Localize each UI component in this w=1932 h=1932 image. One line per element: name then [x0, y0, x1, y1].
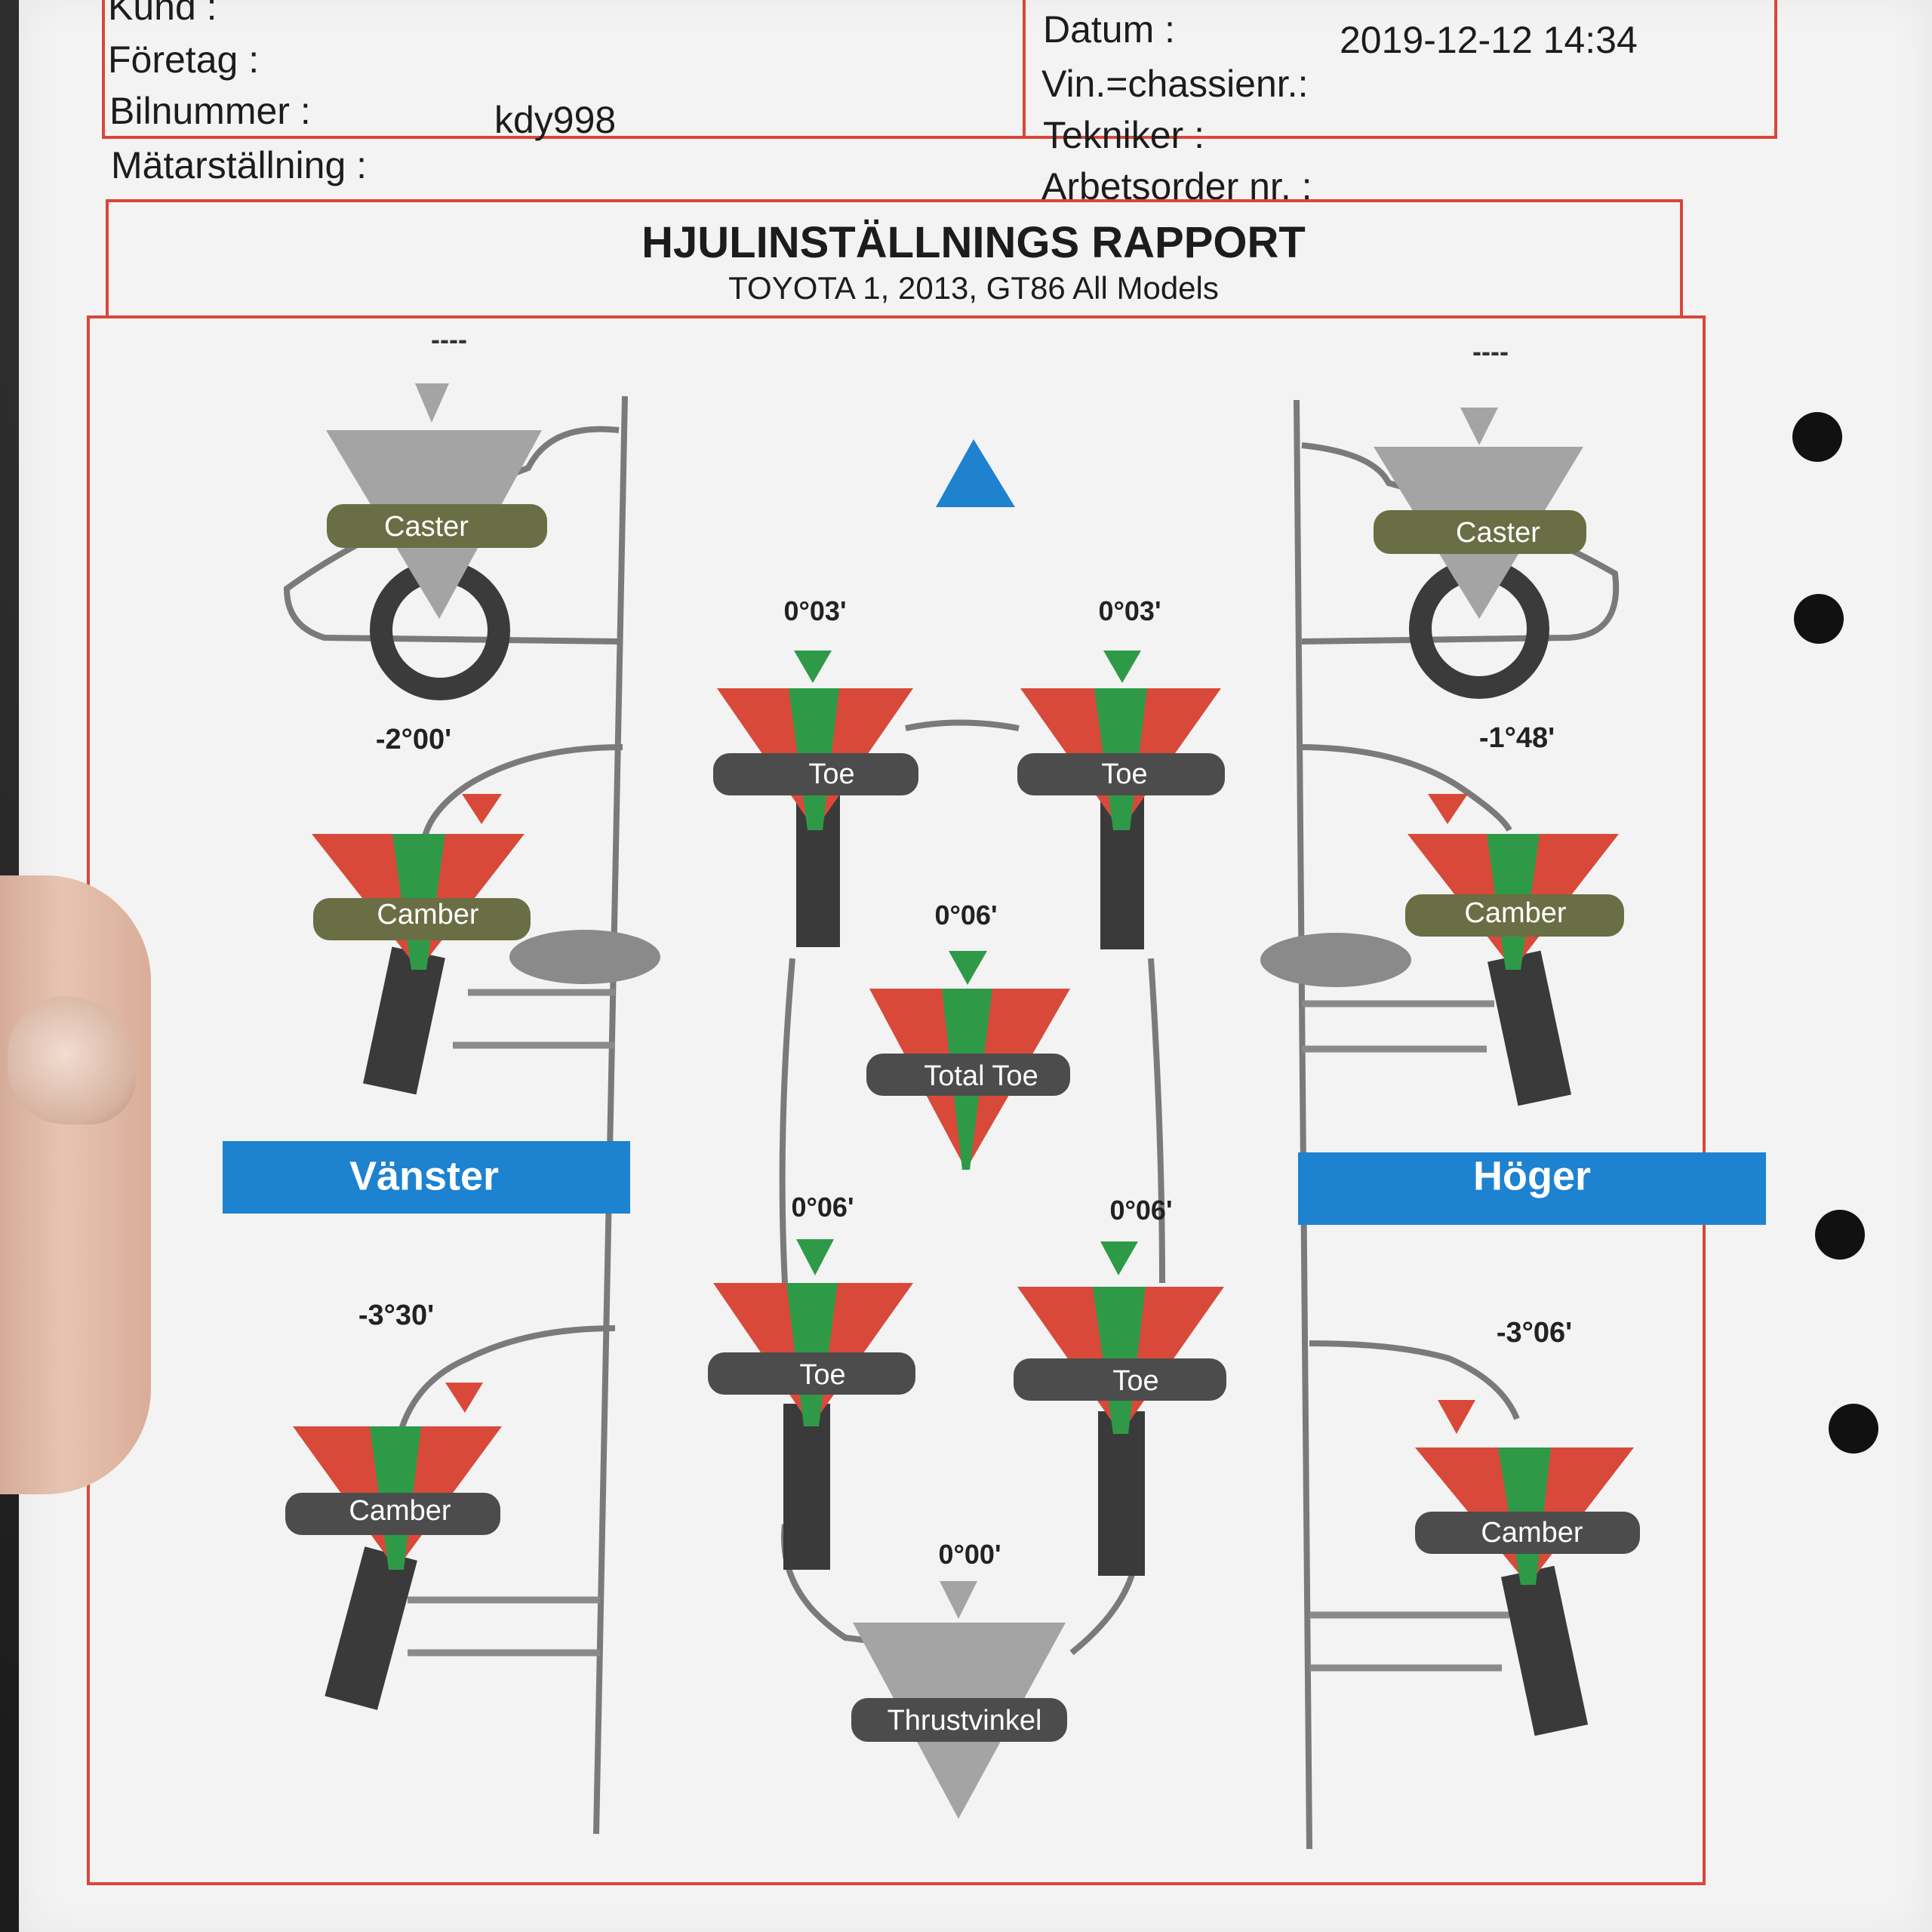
front-total-toe-value: 0°06' [934, 900, 997, 931]
front-left-caster-value: ---- [431, 324, 467, 355]
rear-right-toe-value: 0°06' [1109, 1195, 1172, 1226]
front-right-caster-value: ---- [1472, 336, 1509, 367]
body-sills [408, 989, 1509, 1672]
report-subtitle: TOYOTA 1, 2013, GT86 All Models [728, 270, 1219, 306]
tekniker-label: Tekniker : [1043, 114, 1204, 156]
holding-thumb [0, 875, 151, 1494]
front-right-toe-value: 0°03' [1098, 595, 1161, 626]
thrust-angle-value: 0°00' [938, 1539, 1001, 1570]
front-left-camber-gauge: -2°00' Camber [312, 724, 531, 1095]
rear-right-camber-gauge: -3°06' Camber [1415, 1317, 1640, 1737]
punch-hole [1794, 594, 1844, 644]
thrust-angle-gauge: 0°00' Thrustvinkel [851, 1539, 1067, 1819]
front-right-caster-gauge: ---- Caster [1374, 336, 1586, 699]
kund-label: Kund : [108, 0, 217, 28]
front-left-camber-label: Camber [377, 899, 478, 931]
front-right-caster-label: Caster [1456, 517, 1540, 549]
rear-right-toe-gauge: 0°06' Toe [1014, 1195, 1226, 1576]
foretag-label: Företag : [108, 38, 260, 81]
punch-hole [1829, 1404, 1878, 1454]
front-left-toe-gauge: 0°03' Toe [713, 595, 918, 947]
rear-left-toe-gauge: 0°06' Toe [708, 1192, 915, 1570]
rear-left-camber-gauge: -3°30' Camber [285, 1300, 502, 1710]
tire-icon [1487, 950, 1572, 1106]
vin-label: Vin.=chassienr.: [1041, 63, 1309, 105]
thumb-nail [8, 996, 136, 1124]
tire-icon [363, 946, 445, 1095]
tire-icon [1098, 1411, 1145, 1576]
header-frame [102, 0, 1777, 139]
punch-hole [1815, 1210, 1865, 1260]
rear-left-toe-value: 0°06' [791, 1192, 854, 1223]
matarstallning-label: Mätarställning : [111, 144, 368, 186]
bilnummer-label: Bilnummer : [109, 90, 311, 132]
rear-left-camber-label: Camber [349, 1495, 451, 1527]
caster-marker-icon [415, 383, 449, 423]
right-side-bar [1298, 1152, 1766, 1225]
rear-right-camber-label: Camber [1481, 1517, 1583, 1549]
tire-icon [783, 1404, 830, 1570]
datum-label: Datum : [1043, 8, 1176, 51]
front-right-camber-label: Camber [1464, 897, 1566, 929]
left-brake-disc [509, 930, 660, 984]
datum-value: 2019-12-12 14:34 [1340, 19, 1638, 61]
bilnummer-value: kdy998 [494, 99, 617, 141]
front-left-camber-value: -2°00' [376, 724, 451, 755]
front-left-toe-value: 0°03' [783, 595, 846, 626]
left-side-bar [223, 1141, 630, 1214]
front-total-toe-label: Total Toe [924, 1060, 1038, 1092]
report-sheet: Kund : Företag : Bilnummer : kdy998 Mäta… [19, 0, 1932, 1932]
rear-left-toe-label: Toe [799, 1359, 845, 1391]
rear-right-toe-label: Toe [1112, 1365, 1158, 1397]
front-right-camber-value: -1°48' [1479, 722, 1555, 754]
thrust-angle-label: Thrustvinkel [888, 1705, 1042, 1737]
right-brake-disc [1260, 933, 1411, 987]
front-left-caster-label: Caster [384, 511, 469, 543]
front-left-toe-label: Toe [808, 758, 854, 790]
tire-icon [325, 1546, 417, 1710]
tire-icon [1500, 1565, 1589, 1737]
front-right-camber-gauge: -1°48' Camber [1405, 722, 1624, 1106]
forward-arrow-icon [936, 439, 1015, 507]
front-total-toe-gauge: 0°06' Total Toe [866, 900, 1070, 1170]
front-left-caster-gauge: ---- Caster [326, 324, 547, 700]
front-right-toe-gauge: 0°03' Toe [1017, 595, 1225, 949]
front-right-toe-label: Toe [1101, 758, 1147, 790]
caster-marker-icon [1460, 408, 1498, 445]
left-side-label: Vänster [349, 1153, 499, 1198]
right-side-label: Höger [1473, 1153, 1591, 1198]
report-title: HJULINSTÄLLNINGS RAPPORT [641, 218, 1306, 267]
rear-left-camber-value: -3°30' [358, 1300, 434, 1331]
punch-hole [1792, 412, 1842, 462]
header-divider [1023, 0, 1026, 139]
rear-right-camber-value: -3°06' [1497, 1317, 1572, 1349]
